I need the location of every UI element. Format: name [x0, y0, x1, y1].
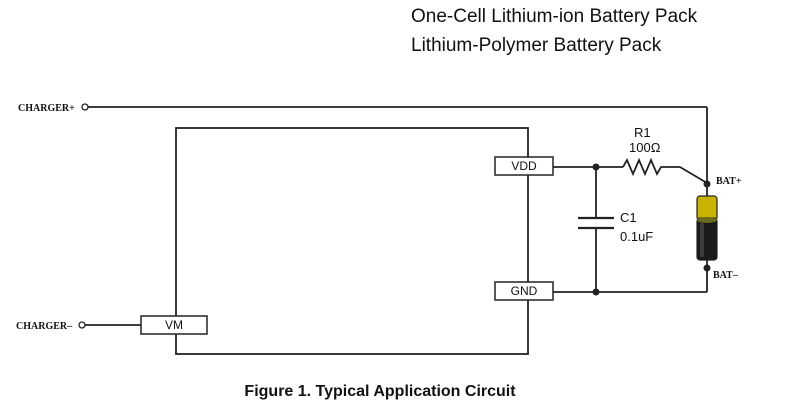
battery-cell-icon: [696, 195, 718, 261]
resistor-name: R1: [634, 125, 651, 140]
header-line-1: One-Cell Lithium-ion Battery Pack: [411, 6, 698, 27]
bat-minus-label: BAT–: [713, 270, 739, 281]
vm-pin-label: VM: [165, 318, 183, 332]
gnd-pin-box: [494, 281, 554, 301]
protection-ic-box: [175, 127, 529, 355]
resistor-r1-symbol: [622, 157, 708, 184]
charger-plus-terminal: [81, 103, 89, 111]
vdd-pin-label: VDD: [511, 159, 537, 173]
gnd-pin-label: GND: [511, 284, 538, 298]
resistor-value: 100Ω: [629, 140, 661, 155]
node-gnd: [592, 288, 600, 296]
figure-caption: Figure 1. Typical Application Circuit: [244, 383, 516, 400]
header-line-2: Lithium-Polymer Battery Pack: [411, 35, 662, 56]
bat-plus-label: BAT+: [716, 176, 742, 187]
capacitor-value: 0.1uF: [620, 229, 653, 244]
charger-plus-label: CHARGER+: [18, 103, 75, 114]
capacitor-name: C1: [620, 210, 637, 225]
vdd-pin-box: [494, 156, 554, 176]
charger-minus-label: CHARGER–: [16, 321, 73, 332]
charger-minus-terminal: [78, 321, 86, 329]
node-bat-minus: [703, 264, 711, 272]
